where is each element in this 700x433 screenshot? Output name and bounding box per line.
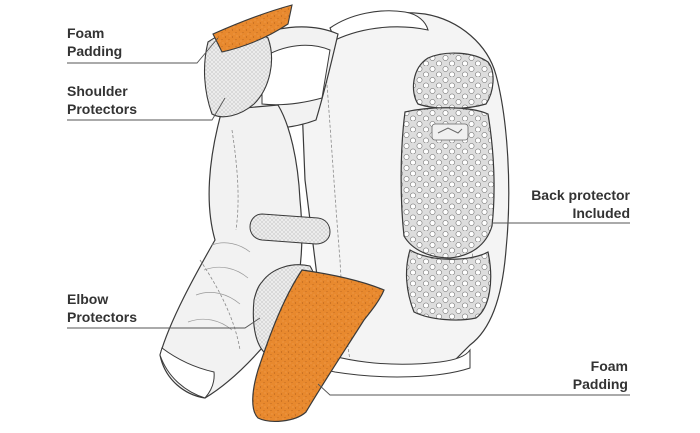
jacket-shoulder-panel	[261, 44, 331, 106]
leader-foam-bottom	[317, 383, 630, 396]
jacket-collar	[329, 10, 429, 41]
leader-shoulder	[67, 97, 226, 121]
sleeve-quilting-1	[211, 242, 251, 253]
back-protector-lower	[405, 249, 492, 321]
back-protector-middle	[400, 107, 495, 259]
leader-elbow	[67, 317, 261, 329]
shoulder-protectors-label-line2: Protectors	[67, 101, 138, 117]
sleeve-quilting-3	[195, 292, 241, 305]
back-protector-label-line1: Back protector	[531, 187, 630, 203]
elbow-protectors-label: Elbow Protectors	[67, 290, 137, 326]
foam-padding-top	[212, 4, 293, 53]
foam-padding-top-label-line2: Padding	[67, 43, 123, 59]
foam-padding-bottom-label-line1: Foam	[590, 358, 628, 374]
back-protector-label: Back protector Included	[531, 186, 630, 222]
leader-foam-top	[67, 37, 219, 64]
leader-lines	[67, 37, 630, 396]
back-protector-logo	[431, 123, 469, 141]
shoulder-protectors-label: Shoulder Protectors	[67, 82, 137, 118]
foam-padding-top-label: Foam Padding	[67, 24, 122, 60]
sleeve-quilting-2	[203, 266, 249, 279]
back-protector-label-line2: Included	[572, 205, 630, 221]
foam-padding-bottom	[252, 269, 385, 422]
foam-padding-bottom-label: Foam Padding	[573, 357, 628, 393]
foam-padding-top-label-line1: Foam	[67, 25, 105, 41]
waist-adjuster-strap	[249, 213, 331, 245]
elbow-protectors-label-line2: Protectors	[67, 309, 138, 325]
sleeve-cuff	[159, 347, 215, 399]
shoulder-protectors-label-line1: Shoulder	[67, 83, 128, 99]
foam-padding-bottom-label-line2: Padding	[572, 376, 628, 392]
elbow-protectors-label-line1: Elbow	[67, 291, 109, 307]
sleeve-seam-1	[231, 129, 239, 231]
back-protector-upper	[412, 52, 494, 110]
